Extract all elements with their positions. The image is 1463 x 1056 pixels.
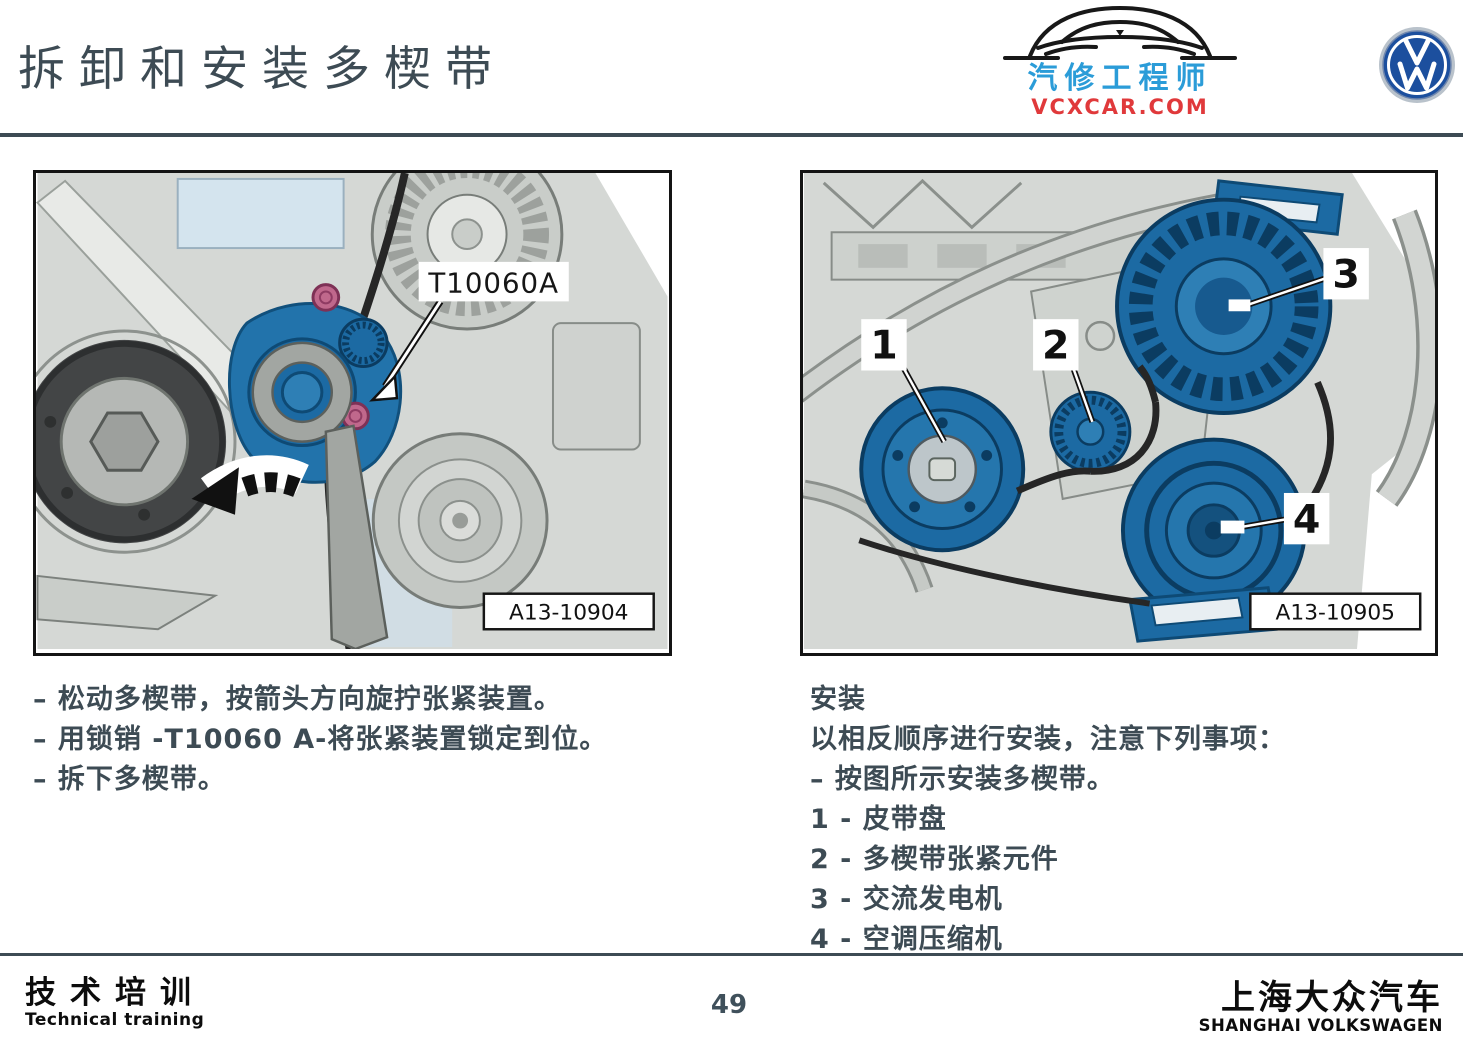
footer-company: 上海大众汽车 SHANGHAI VOLKSWAGEN	[1199, 980, 1443, 1035]
rotation-arrow	[191, 455, 309, 515]
figure-ref-label: A13-10904	[509, 600, 628, 625]
tensioner-pulley-blue	[1049, 390, 1132, 473]
figure-ref-label: A13-10905	[1276, 600, 1395, 625]
part-item: 3 - 交流发电机	[810, 884, 1003, 915]
compressor-pulley-gray	[371, 432, 549, 610]
engine-install-illustration: 1 2 3 4 A13-10905	[787, 173, 1443, 649]
car-silhouette-icon	[1003, 5, 1237, 60]
tool-label: T10060A	[427, 266, 559, 299]
crankshaft-pulley	[12, 329, 237, 554]
vw-logo-icon	[1379, 27, 1455, 103]
footer-divider	[0, 953, 1463, 956]
engine-removal-illustration: T10060A A13-10904	[12, 137, 668, 651]
removal-step: – 松动多楔带，按箭头方向旋拧张紧装置。	[33, 684, 562, 715]
figure-ref-tag: A13-10904	[482, 592, 655, 631]
footer-dept-cn: 技术培训	[25, 975, 205, 1011]
removal-step: – 用锁销 -T10060 A-将张紧装置锁定到位。	[33, 724, 608, 755]
tool-callout: T10060A	[369, 261, 569, 402]
part-item: 1 - 皮带盘	[810, 804, 947, 835]
alternator-blue	[1115, 197, 1333, 415]
brand-logo: 汽修工程师 VCXCAR.COM	[975, 4, 1265, 120]
callout-2: 2	[1042, 323, 1069, 369]
wrench-tool	[251, 341, 389, 651]
brand-site: VCXCAR.COM	[1031, 95, 1209, 119]
page-number: 49	[710, 990, 748, 1020]
bolt-pink	[311, 283, 341, 312]
footer-company-en: SHANGHAI VOLKSWAGEN	[1198, 1016, 1443, 1035]
install-step: – 按图所示安装多楔带。	[810, 764, 1115, 795]
install-heading: 安装	[810, 684, 866, 715]
part-item: 4 - 空调压缩机	[810, 924, 1003, 955]
removal-step: – 拆下多楔带。	[33, 764, 226, 795]
removal-steps: – 松动多楔带，按箭头方向旋拧张紧装置。 – 用锁销 -T10060 A-将张紧…	[33, 680, 753, 800]
page-title: 拆卸和安装多楔带	[18, 42, 506, 97]
crank-pulley-blue	[859, 386, 1026, 553]
figure-belt-removal: T10060A A13-10904	[12, 137, 672, 656]
part-item: 2 - 多楔带张紧元件	[810, 844, 1059, 875]
callout-1: 1	[870, 323, 897, 369]
callout-3: 3	[1332, 252, 1359, 298]
callout-leaders	[900, 274, 1329, 534]
footer-dept-en: Technical training	[25, 1010, 205, 1030]
figure-belt-install: 1 2 3 4 A13-10905	[787, 170, 1443, 656]
install-intro: 以相反顺序进行安装，注意下列事项：	[810, 724, 1286, 755]
compressor-blue	[1120, 437, 1307, 624]
figure-ref-tag: A13-10905	[1249, 592, 1422, 631]
footer-company-cn: 上海大众汽车	[1221, 978, 1443, 1018]
callout-boxes: 1 2 3 4	[861, 248, 1369, 545]
install-instructions: 安装 以相反顺序进行安装，注意下列事项： – 按图所示安装多楔带。 1 - 皮带…	[810, 680, 1450, 960]
callout-4: 4	[1293, 496, 1320, 542]
footer-dept: 技术培训 Technical training	[25, 976, 205, 1030]
brand-name: 汽修工程师	[1027, 61, 1213, 96]
header-divider	[0, 133, 1463, 137]
